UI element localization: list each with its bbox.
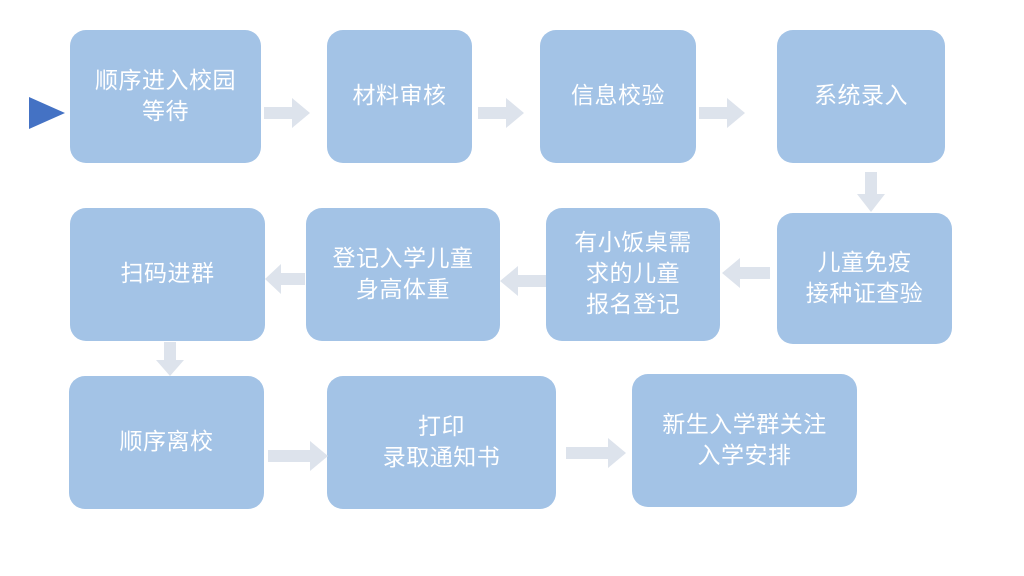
step-box-4: 系统录入 <box>777 30 945 163</box>
step-label-10: 打印 录取通知书 <box>382 413 501 471</box>
start-marker-icon <box>29 97 65 129</box>
step-label-6: 有小饭桌需 求的儿童 报名登记 <box>574 230 692 318</box>
step-box-7: 登记入学儿童 身高体重 <box>306 208 500 341</box>
step-label-9: 顺序离校 <box>119 429 214 455</box>
step-label-7: 登记入学儿童 身高体重 <box>332 245 474 303</box>
step-box-1: 顺序进入校园 等待 <box>70 30 261 163</box>
step-label-8: 扫码进群 <box>120 261 215 287</box>
step-label-4: 系统录入 <box>814 83 908 109</box>
step-label-1: 顺序进入校园 等待 <box>95 67 236 125</box>
step-label-5: 儿童免疫 接种证查验 <box>805 249 924 307</box>
arrow-right-1-2 <box>264 98 310 128</box>
arrow-right-3-4 <box>699 98 745 128</box>
arrow-right-9-10 <box>268 441 328 471</box>
arrow-left-5-6 <box>722 258 770 288</box>
step-box-11: 新生入学群关注 入学安排 <box>632 374 857 507</box>
arrow-left-6-7 <box>500 266 546 296</box>
arrow-down-8-9 <box>156 342 184 376</box>
step-box-3: 信息校验 <box>540 30 696 163</box>
step-box-5: 儿童免疫 接种证查验 <box>777 213 952 344</box>
step-label-2: 材料审核 <box>352 83 447 109</box>
arrow-down-4-5 <box>857 172 885 212</box>
step-box-2: 材料审核 <box>327 30 472 163</box>
step-box-9: 顺序离校 <box>69 376 264 509</box>
arrow-left-7-8 <box>265 264 305 294</box>
arrow-right-2-3 <box>478 98 524 128</box>
step-box-10: 打印 录取通知书 <box>327 376 556 509</box>
arrow-right-10-11 <box>566 438 626 468</box>
step-box-6: 有小饭桌需 求的儿童 报名登记 <box>546 208 720 341</box>
step-box-8: 扫码进群 <box>70 208 265 341</box>
step-label-3: 信息校验 <box>571 83 665 109</box>
step-label-11: 新生入学群关注 入学安排 <box>662 411 827 469</box>
